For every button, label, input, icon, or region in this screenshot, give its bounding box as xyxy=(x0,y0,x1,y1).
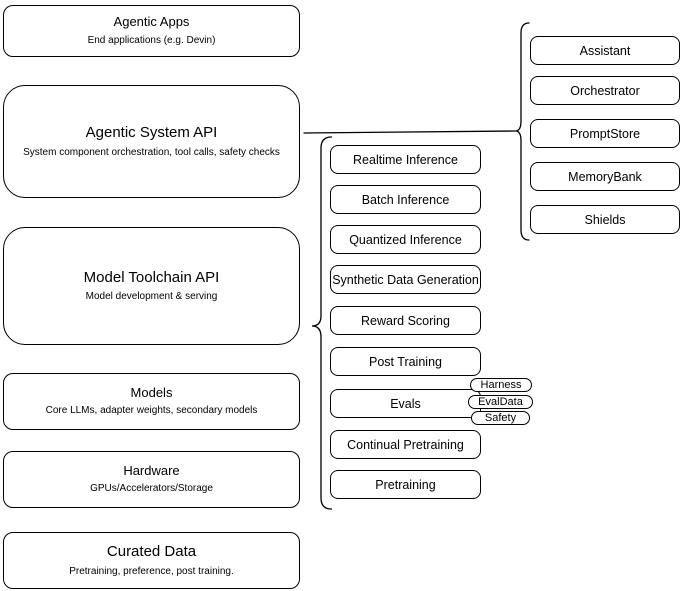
node-subtitle: Model development & serving xyxy=(85,291,218,303)
system-api-to-components-line xyxy=(303,130,516,134)
node-subtitle: GPUs/Accelerators/Storage xyxy=(90,483,213,495)
node-label: Orchestrator xyxy=(570,83,640,98)
node-assistant: Assistant xyxy=(530,36,680,65)
node-shields: Shields xyxy=(530,205,680,234)
node-reward-scoring: Reward Scoring xyxy=(330,306,481,335)
node-label: Quantized Inference xyxy=(349,232,462,247)
node-subtitle: Core LLMs, adapter weights, secondary mo… xyxy=(45,405,258,417)
node-agentic-system-api: Agentic System API System component orch… xyxy=(3,85,300,198)
node-promptstore: PromptStore xyxy=(530,119,680,148)
node-pretraining: Pretraining xyxy=(330,470,481,499)
node-label: MemoryBank xyxy=(568,169,642,184)
system-components-brace xyxy=(515,22,530,241)
node-hardware: Hardware GPUs/Accelerators/Storage xyxy=(3,451,300,508)
node-label: Synthetic Data Generation xyxy=(332,272,479,287)
node-title: Curated Data xyxy=(106,543,197,561)
pill-label: Safety xyxy=(484,412,517,424)
pill-label: Harness xyxy=(480,379,522,391)
node-models: Models Core LLMs, adapter weights, secon… xyxy=(3,373,300,430)
node-quantized-inference: Quantized Inference xyxy=(330,225,481,254)
node-subtitle: Pretraining, preference, post training. xyxy=(69,565,234,577)
node-memorybank: MemoryBank xyxy=(530,162,680,191)
node-label: Realtime Inference xyxy=(353,152,458,167)
node-model-toolchain-api: Model Toolchain API Model development & … xyxy=(3,227,300,345)
node-continual-pretraining: Continual Pretraining xyxy=(330,430,481,459)
node-label: Reward Scoring xyxy=(361,313,450,328)
pill-harness: Harness xyxy=(470,378,532,392)
node-agentic-apps: Agentic Apps End applications (e.g. Devi… xyxy=(3,5,300,57)
node-label: PromptStore xyxy=(569,126,641,141)
node-subtitle: End applications (e.g. Devin) xyxy=(87,34,216,46)
pill-label: EvalData xyxy=(478,396,523,408)
pill-safety: Safety xyxy=(471,411,530,425)
node-label: Assistant xyxy=(579,43,631,58)
node-title: Hardware xyxy=(123,462,180,478)
node-label: Batch Inference xyxy=(361,192,450,207)
node-label: Continual Pretraining xyxy=(347,437,464,452)
toolchain-brace xyxy=(311,136,333,510)
node-orchestrator: Orchestrator xyxy=(530,76,680,105)
node-subtitle: System component orchestration, tool cal… xyxy=(23,146,280,158)
node-label: Post Training xyxy=(369,354,442,369)
node-realtime-inference: Realtime Inference xyxy=(330,145,481,174)
node-title: Agentic System API xyxy=(85,124,218,142)
node-label: Evals xyxy=(390,396,421,411)
node-title: Model Toolchain API xyxy=(83,268,220,286)
node-evals: Evals xyxy=(330,389,481,418)
pill-evaldata: EvalData xyxy=(468,395,533,409)
node-label: Shields xyxy=(584,212,626,227)
node-title: Models xyxy=(130,384,173,400)
node-curated-data: Curated Data Pretraining, preference, po… xyxy=(3,532,300,589)
node-title: Agentic Apps xyxy=(113,14,190,30)
node-post-training: Post Training xyxy=(330,347,481,376)
node-batch-inference: Batch Inference xyxy=(330,185,481,214)
node-label: Pretraining xyxy=(375,477,436,492)
node-synthetic-data-generation: Synthetic Data Generation xyxy=(330,265,481,294)
